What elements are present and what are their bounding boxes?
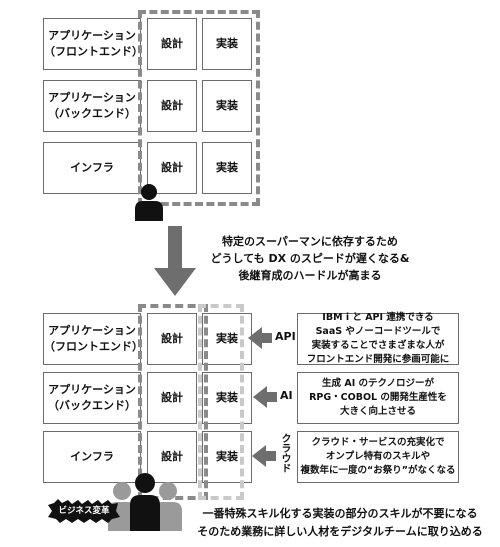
person-icon — [135, 184, 163, 221]
arrow-left-icon — [253, 386, 277, 408]
tag-cloud: クラウド — [279, 433, 290, 473]
top-dashed-scope-frame — [138, 10, 260, 206]
top-row-backend-label: アプリケーション （バックエンド） — [43, 80, 141, 132]
arrow-down-icon — [154, 226, 196, 296]
bottom-row-infra-label: インフラ — [43, 431, 141, 483]
tag-ai: AI — [280, 389, 293, 402]
top-row-frontend-label: アプリケーション （フロントエンド） — [43, 18, 143, 70]
top-row-frontend-design: 設計 — [147, 18, 197, 70]
badge-label: ビジネス変革 — [58, 506, 110, 516]
arrow-left-icon — [248, 327, 272, 349]
top-row-frontend-impl: 実装 — [202, 18, 252, 70]
bottom-row-backend-label: アプリケーション （バックエンド） — [43, 372, 141, 424]
note-cloud: クラウド・サービスの充実化で オンプレ特有のスキルや 複数年に一度の“お祭り”が… — [297, 431, 459, 483]
arrow-left-icon — [252, 445, 276, 467]
bottom-caption: 一番特殊スキル化する実装の部分のスキルが不要になる そのため業務に詳しい人材をデ… — [197, 507, 483, 538]
top-row-backend-design: 設計 — [147, 80, 197, 132]
top-row-backend-impl: 実装 — [202, 80, 252, 132]
business-transformation-badge: ビジネス変革 — [48, 499, 120, 523]
tag-api: API — [275, 330, 296, 343]
bottom-row-frontend-design: 設計 — [147, 313, 197, 365]
top-row-infra-impl: 実装 — [202, 142, 252, 194]
note-api: IBM i と API 連携できる SaaS やノーコードツールで 実装すること… — [297, 312, 459, 365]
bottom-row-backend-design: 設計 — [147, 372, 197, 424]
bottom-dashed-impl-frame — [198, 304, 244, 500]
bottom-row-infra-design: 設計 — [147, 431, 197, 483]
top-row-infra-label: インフラ — [43, 142, 141, 194]
top-row-infra-design: 設計 — [147, 142, 197, 194]
bottom-row-frontend-label: アプリケーション （フロントエンド） — [43, 313, 143, 365]
top-caption: 特定のスーパーマンに依存するため どうしても DX のスピードが遅くなる& 後継… — [210, 235, 410, 282]
people-group-icon — [108, 473, 182, 531]
note-ai: 生成 AI のテクノロジーが RPG・COBOL の開発生産性を 大きく向上させ… — [297, 372, 459, 424]
